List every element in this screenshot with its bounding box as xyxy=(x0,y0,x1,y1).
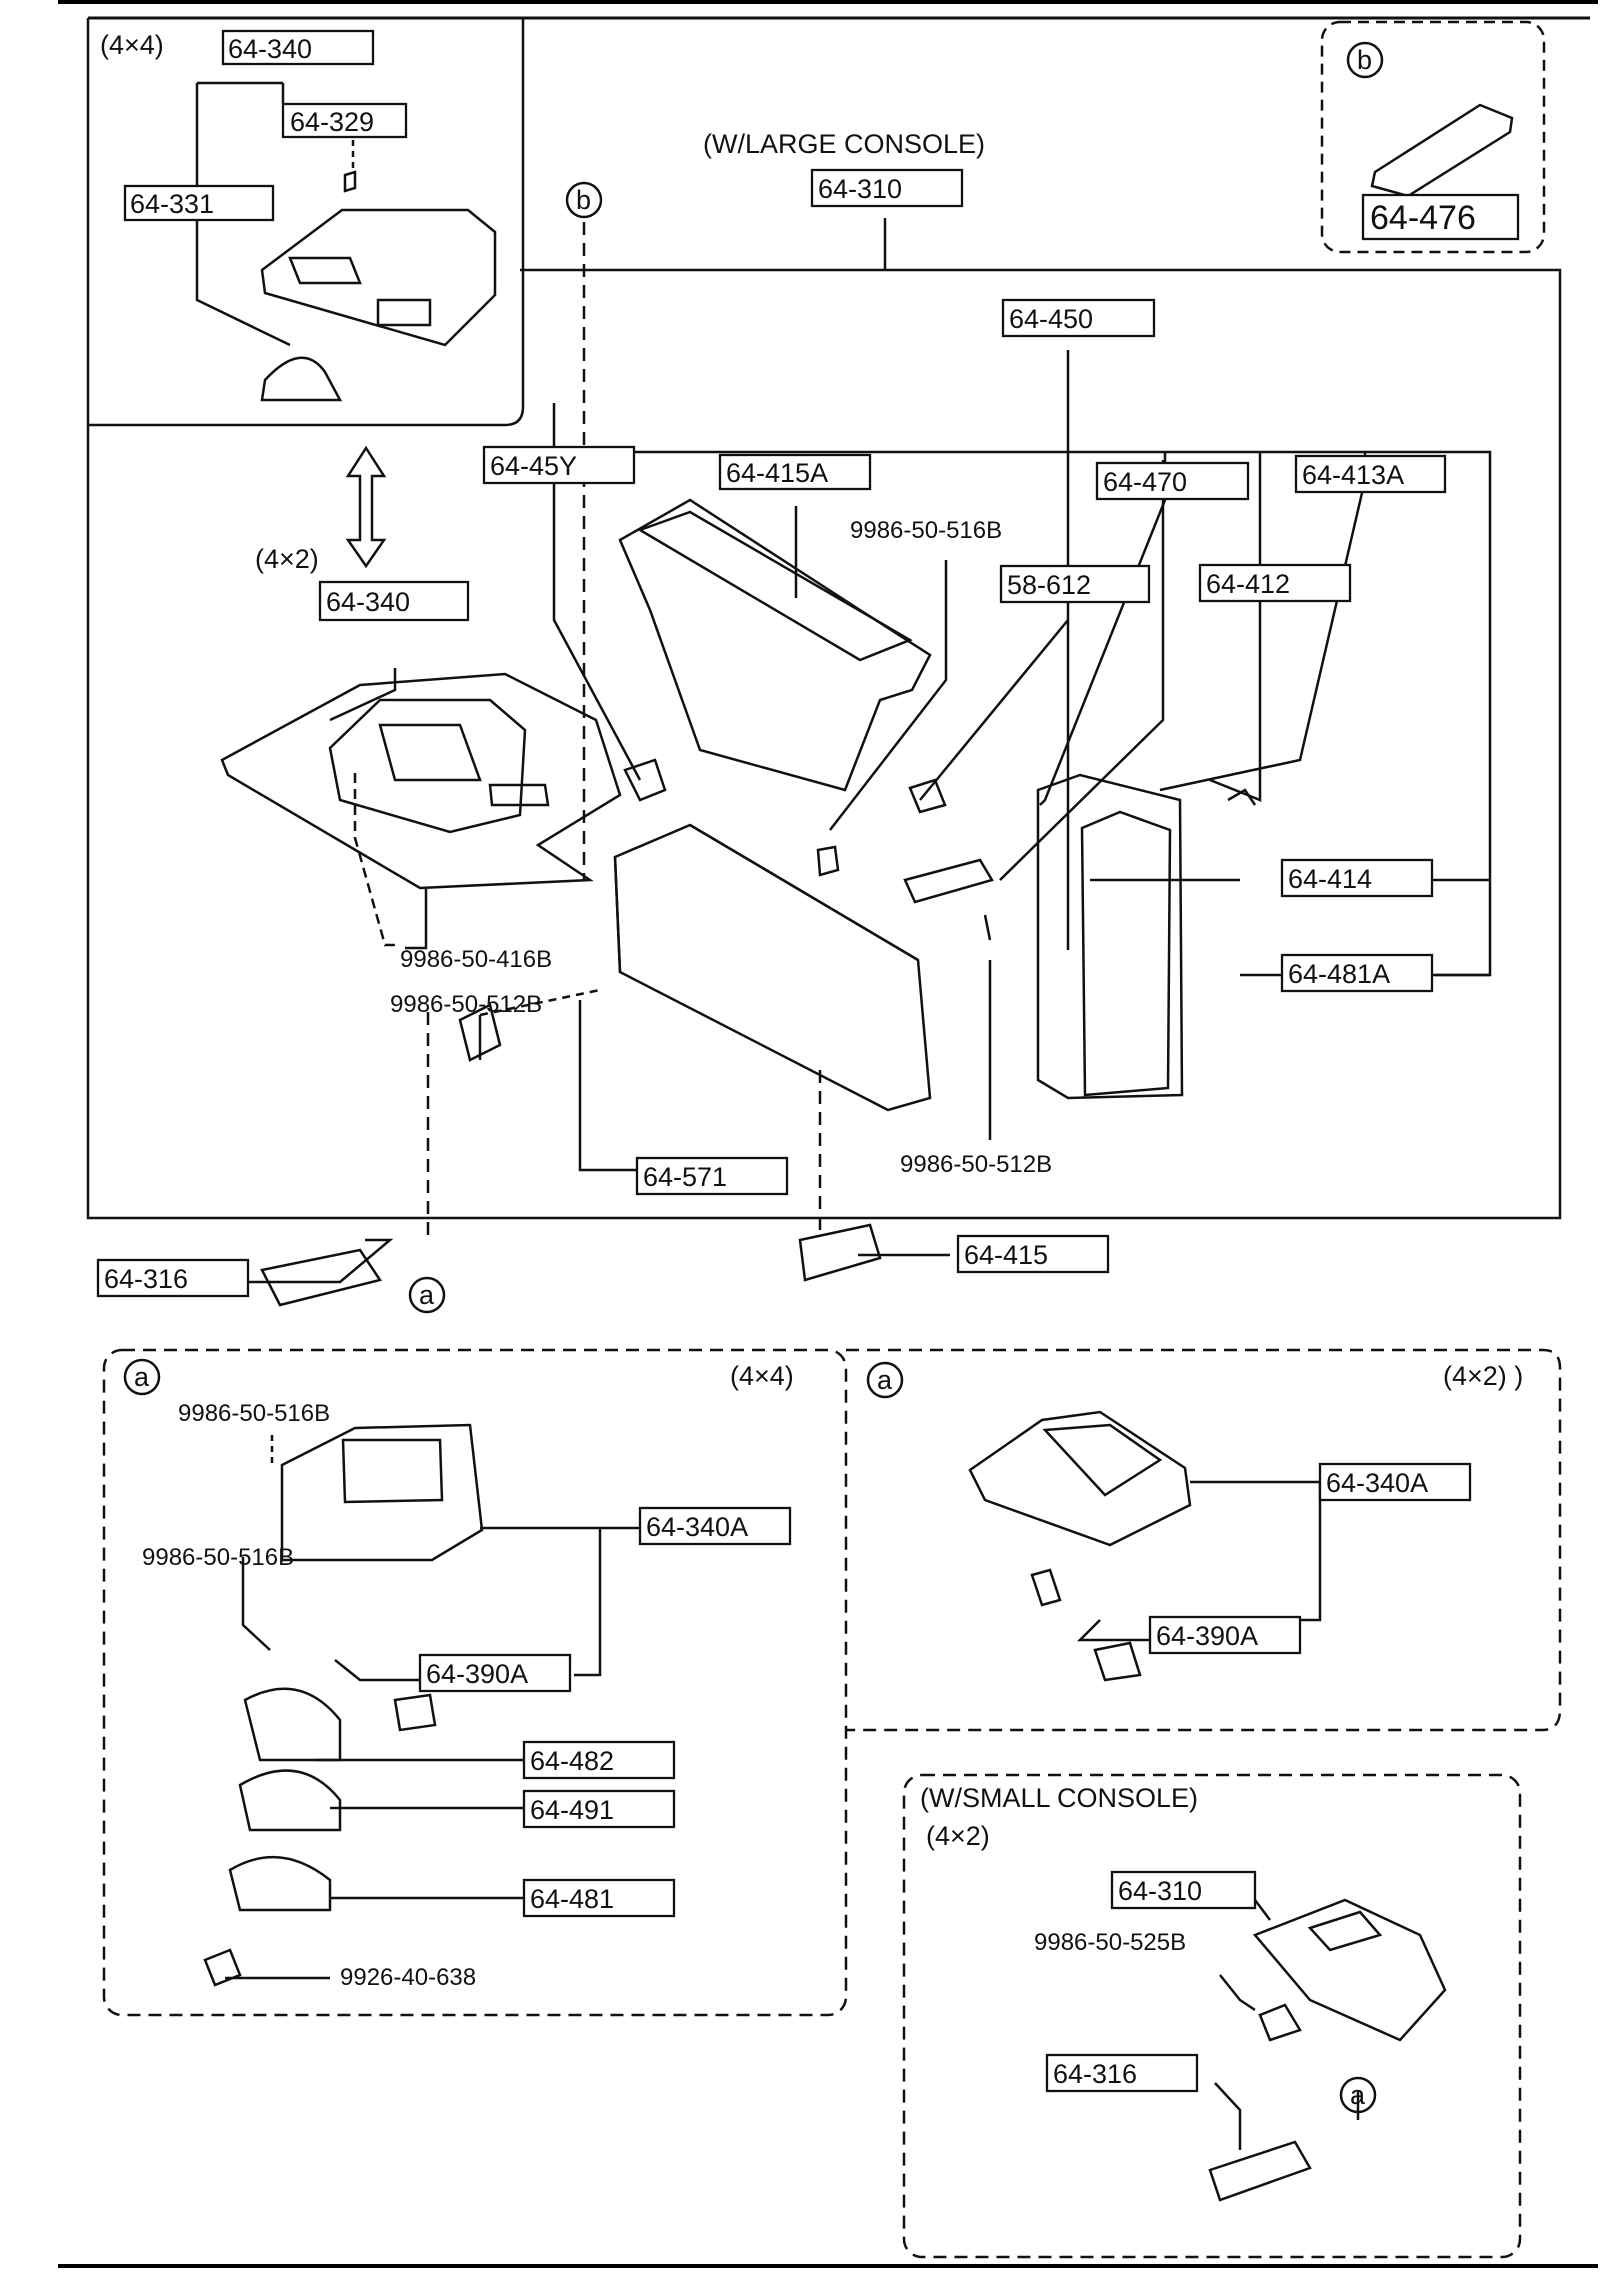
top-rule xyxy=(58,0,1598,4)
large-console-heading: (W/LARGE CONSOLE) xyxy=(703,129,985,159)
part-64-476: 64-476 xyxy=(1370,199,1476,237)
part-64-316-main: 64-316 xyxy=(104,1264,188,1294)
part-64-470: 64-470 xyxy=(1103,467,1187,497)
callout-a-4x4: a xyxy=(134,1362,150,1392)
part-64-415A: 64-415A xyxy=(726,458,828,488)
part-9986-50-416B: 9986-50-416B xyxy=(400,946,552,973)
callout-a-main: a xyxy=(419,1280,435,1310)
part-64-340A-4x2: 64-340A xyxy=(1326,1468,1428,1498)
variant-4x4-a: (4×4) xyxy=(730,1361,794,1391)
part-58-612: 58-612 xyxy=(1007,570,1091,600)
part-9986-50-516B-a1: 9986-50-516B xyxy=(178,1400,330,1427)
part-9986-50-512B-left: 9986-50-512B xyxy=(390,991,542,1018)
variant-4x2-a: (4×2) ) xyxy=(1443,1361,1523,1391)
part-64-450: 64-450 xyxy=(1009,304,1093,334)
variant-4x2-small: (4×2) xyxy=(926,1821,990,1851)
part-64-482: 64-482 xyxy=(530,1746,614,1776)
part-64-481A: 64-481A xyxy=(1288,959,1390,989)
bottom-rule xyxy=(58,2264,1598,2268)
part-64-340-top: 64-340 xyxy=(228,34,312,64)
part-9986-50-512B-right: 9986-50-512B xyxy=(900,1151,1052,1178)
part-64-390A-4x2: 64-390A xyxy=(1156,1621,1258,1651)
callout-a-small: a xyxy=(1350,2080,1366,2110)
part-64-414: 64-414 xyxy=(1288,864,1372,894)
part-64-329: 64-329 xyxy=(290,107,374,137)
part-9926-40-638: 9926-40-638 xyxy=(340,1964,476,1991)
callout-b-top-right: b xyxy=(1357,45,1372,75)
variant-4x2-main: (4×2) xyxy=(255,544,319,574)
part-64-340-main: 64-340 xyxy=(326,587,410,617)
small-console-heading: (W/SMALL CONSOLE) xyxy=(920,1783,1198,1813)
part-64-491: 64-491 xyxy=(530,1795,614,1825)
part-64-331: 64-331 xyxy=(130,189,214,219)
part-64-571: 64-571 xyxy=(643,1162,727,1192)
part-64-390A-4x4: 64-390A xyxy=(426,1659,528,1689)
callout-b-leader: b xyxy=(576,185,591,215)
part-64-412: 64-412 xyxy=(1206,569,1290,599)
part-64-413A: 64-413A xyxy=(1302,460,1404,490)
part-64-310-small: 64-310 xyxy=(1118,1876,1202,1906)
part-64-415: 64-415 xyxy=(964,1240,1048,1270)
part-9986-50-516B-main: 9986-50-516B xyxy=(850,517,1002,544)
part-9986-50-516B-a2: 9986-50-516B xyxy=(142,1544,294,1571)
callout-a-4x2: a xyxy=(877,1365,893,1395)
part-64-340A-4x4: 64-340A xyxy=(646,1512,748,1542)
part-64-316-small: 64-316 xyxy=(1053,2059,1137,2089)
part-64-481: 64-481 xyxy=(530,1884,614,1914)
part-9986-50-525B: 9986-50-525B xyxy=(1034,1929,1186,1956)
part-64-310-large: 64-310 xyxy=(818,174,902,204)
variant-4x4-top: (4×4) xyxy=(100,30,164,60)
part-64-45Y: 64-45Y xyxy=(490,451,577,481)
